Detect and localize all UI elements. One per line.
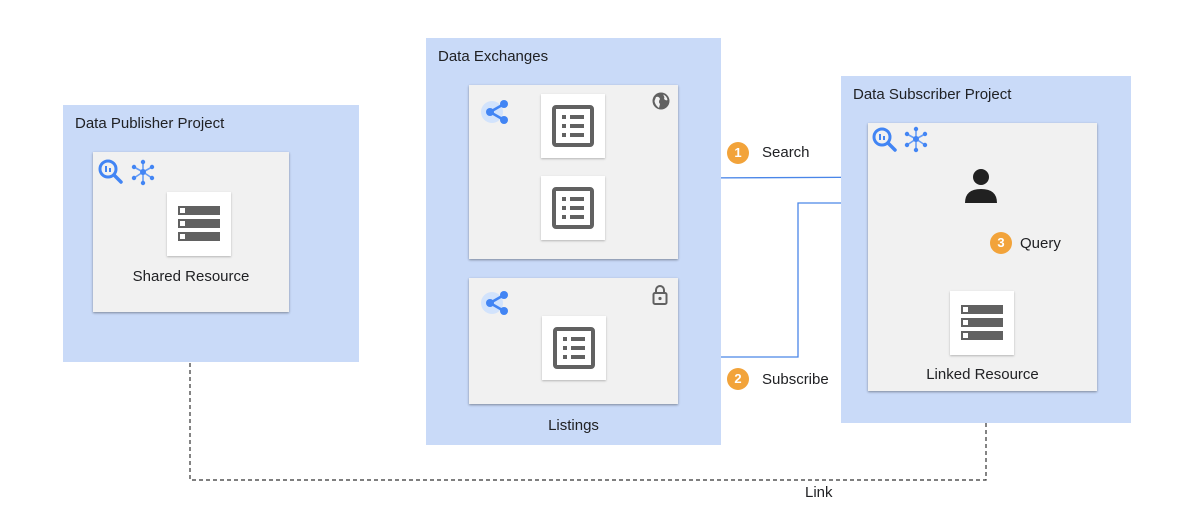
linked-resource-label: Linked Resource (926, 366, 1039, 383)
link-label: Link (805, 484, 833, 501)
step-3-badge: 3 (990, 232, 1012, 254)
dataset-icon (961, 305, 1003, 340)
bigquery-icon (871, 126, 899, 159)
bigquery-icon (97, 158, 125, 191)
listing-tile-1[interactable] (541, 94, 605, 158)
listing-tile-3[interactable] (542, 316, 606, 380)
globe-icon (651, 91, 671, 116)
share-icon (477, 93, 513, 134)
subscriber-project-title: Data Subscriber Project (853, 86, 1012, 103)
step-2-badge: 2 (727, 368, 749, 390)
publisher-project: Data Publisher Project (63, 105, 359, 362)
listing-icon (553, 327, 595, 369)
subscriber-project: Data Subscriber Project (841, 76, 1131, 423)
listings-label: Listings (548, 417, 599, 434)
link-line (189, 314, 987, 481)
shared-resource-label: Shared Resource (132, 268, 250, 285)
private-exchange-card[interactable] (469, 278, 678, 404)
public-exchange-card[interactable] (469, 85, 678, 259)
publisher-project-title: Data Publisher Project (75, 115, 225, 132)
step-1-label: Search (762, 144, 810, 161)
listing-icon (552, 105, 594, 147)
step-2-label: Subscribe (762, 371, 829, 388)
lock-icon (650, 284, 670, 311)
share-icon (477, 284, 513, 325)
person-icon (961, 165, 1001, 210)
dataset-icon (178, 206, 220, 241)
shared-resource-card[interactable]: Shared Resource (93, 152, 289, 312)
listing-tile-2[interactable] (541, 176, 605, 240)
exchanges-title: Data Exchanges (438, 48, 549, 65)
analytics-hub-icon (129, 158, 157, 191)
shared-resource-tile[interactable] (167, 192, 231, 256)
step-1-badge: 1 (727, 142, 749, 164)
exchanges-project: Data Exchanges (426, 38, 721, 445)
step-3-label: Query (1020, 235, 1061, 252)
listing-icon (552, 187, 594, 229)
subscriber-card[interactable]: Linked Resource (868, 123, 1097, 391)
linked-resource-tile[interactable] (950, 291, 1014, 355)
analytics-hub-icon (902, 125, 930, 158)
